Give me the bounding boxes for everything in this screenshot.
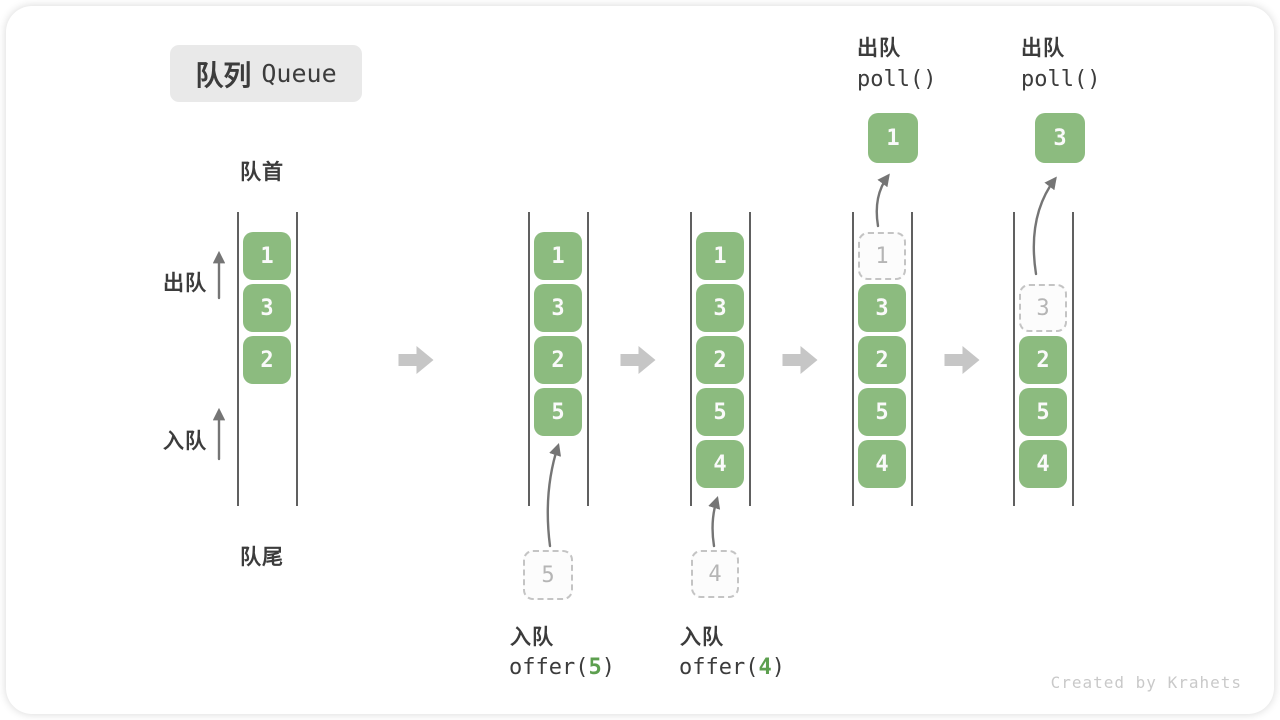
staged-value-box: 5 [523,550,573,600]
queue-cell: 4 [696,440,744,488]
enqueue-op-label: 入队 [680,626,724,649]
queue-cell-removed-ghost: 1 [858,232,906,280]
queue-cell: 3 [858,284,906,332]
dequeue-op-label: 出队 [857,37,901,60]
code-arg: 5 [588,655,602,680]
queue-cell: 3 [696,284,744,332]
queue-cell: 2 [858,336,906,384]
title-en: Queue [261,59,337,88]
queue-wall-right [587,212,589,506]
queue-cell: 1 [696,232,744,280]
queue-cell: 1 [534,232,582,280]
queue-wall-left [1013,212,1015,506]
enqueue-op-label: 入队 [510,626,554,649]
step-arrow-icon [398,346,434,374]
diagram-title: 队列 Queue [170,45,362,102]
queue-wall-right [911,212,913,506]
watermark: Created by Krahets [1050,673,1242,692]
title-zh: 队列 [195,59,252,91]
staged-value-box: 4 [691,550,739,598]
queue-cell: 5 [696,388,744,436]
queue-cell: 2 [1019,336,1067,384]
enqueue-op-code: offer(4) [679,655,785,680]
code-close: ) [771,655,785,680]
step-arrow-icon [782,346,818,374]
code-fn: offer( [679,655,759,680]
enqueue-side-label: 入队 [163,430,207,453]
removed-value-box: 1 [868,113,918,163]
queue-cell-removed-ghost: 3 [1019,284,1067,332]
queue-rear-label: 队尾 [240,546,284,569]
queue-cell: 3 [534,284,582,332]
removed-value-box: 3 [1035,113,1085,163]
queue-wall-left [237,212,239,506]
code-fn: offer( [509,655,589,680]
queue-wall-left [528,212,530,506]
step-arrow-icon [620,346,656,374]
queue-cell: 2 [696,336,744,384]
dequeue-side-label: 出队 [163,272,207,295]
queue-wall-left [852,212,854,506]
queue-front-label: 队首 [240,161,284,184]
code-close: ) [601,655,615,680]
queue-cell: 2 [243,336,291,384]
queue-cell: 4 [858,440,906,488]
step-arrow-icon [944,346,980,374]
queue-wall-right [1072,212,1074,506]
dequeue-op-label: 出队 [1021,37,1065,60]
queue-wall-right [296,212,298,506]
queue-cell: 5 [1019,388,1067,436]
dequeue-op-code: poll() [1021,67,1101,92]
queue-cell: 5 [534,388,582,436]
queue-cell: 1 [243,232,291,280]
queue-wall-right [749,212,751,506]
queue-cell: 2 [534,336,582,384]
queue-cell: 4 [1019,440,1067,488]
enqueue-op-code: offer(5) [509,655,615,680]
queue-cell: 5 [858,388,906,436]
code-arg: 4 [758,655,772,680]
queue-wall-left [690,212,692,506]
queue-cell: 3 [243,284,291,332]
dequeue-op-code: poll() [857,67,937,92]
